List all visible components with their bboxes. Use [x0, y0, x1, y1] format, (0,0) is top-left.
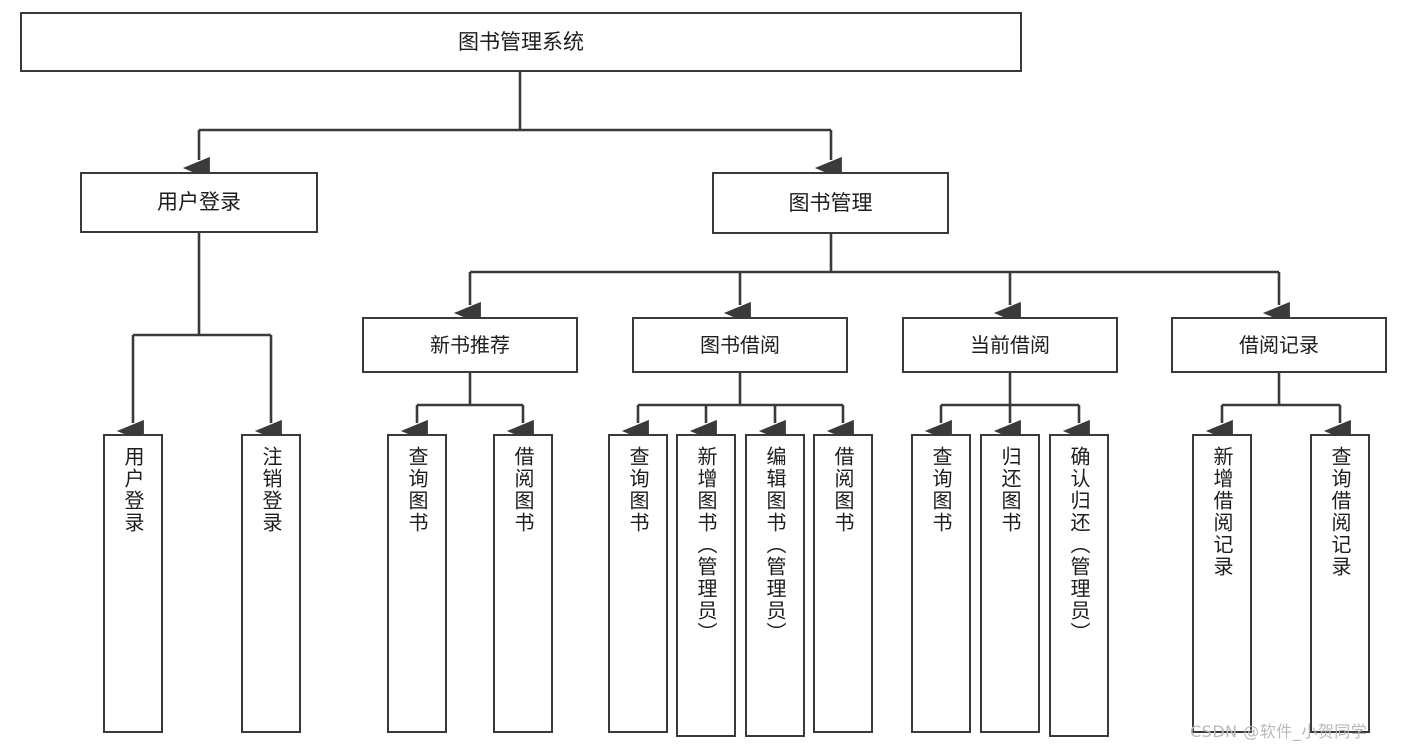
leaf-record-query-record[interactable]: 查询借阅记录: [1310, 434, 1370, 733]
leaf-record-add-record[interactable]: 新增借阅记录: [1192, 434, 1252, 733]
node-current-borrow[interactable]: 当前借阅: [902, 317, 1118, 373]
node-new-book-recommend-label: 新书推荐: [430, 332, 510, 357]
node-book-borrow-label: 图书借阅: [700, 332, 780, 357]
leaf-label: 借阅图书: [511, 446, 535, 534]
leaf-label: 查询图书: [405, 446, 429, 534]
leaf-label: 新增图书（管理员）: [694, 446, 718, 644]
leaf-recommend-borrow-book[interactable]: 借阅图书: [493, 434, 553, 733]
leaf-label: 注销登录: [259, 446, 283, 534]
node-user-login[interactable]: 用户登录: [80, 172, 318, 233]
node-root-system[interactable]: 图书管理系统: [20, 12, 1022, 72]
leaf-current-query-book[interactable]: 查询图书: [911, 434, 971, 733]
node-book-management[interactable]: 图书管理: [712, 172, 949, 234]
node-new-book-recommend[interactable]: 新书推荐: [362, 317, 578, 373]
leaf-user-login-signout[interactable]: 注销登录: [241, 434, 301, 733]
node-book-management-label: 图书管理: [788, 190, 873, 215]
node-root-label: 图书管理系统: [458, 29, 584, 54]
leaf-borrow-query-book[interactable]: 查询图书: [608, 434, 668, 733]
csdn-watermark: CSDN @软件_小贺同学: [1190, 722, 1368, 741]
leaf-label: 查询图书: [929, 446, 953, 534]
node-book-borrow[interactable]: 图书借阅: [632, 317, 848, 373]
leaf-label: 查询借阅记录: [1328, 446, 1352, 578]
leaf-label: 确认归还（管理员）: [1067, 446, 1091, 644]
node-borrow-record[interactable]: 借阅记录: [1171, 317, 1387, 373]
leaf-label: 新增借阅记录: [1210, 446, 1234, 578]
leaf-current-confirm-return-admin[interactable]: 确认归还（管理员）: [1049, 434, 1109, 737]
node-user-login-label: 用户登录: [157, 190, 241, 215]
leaf-label: 用户登录: [121, 446, 145, 534]
leaf-borrow-edit-book-admin[interactable]: 编辑图书（管理员）: [745, 434, 805, 737]
leaf-label: 查询图书: [626, 446, 650, 534]
leaf-label: 编辑图书（管理员）: [763, 446, 787, 644]
leaf-borrow-add-book-admin[interactable]: 新增图书（管理员）: [676, 434, 736, 737]
leaf-current-return-book[interactable]: 归还图书: [980, 434, 1040, 733]
node-current-borrow-label: 当前借阅: [970, 332, 1050, 357]
node-borrow-record-label: 借阅记录: [1239, 332, 1319, 357]
leaf-borrow-borrow-book[interactable]: 借阅图书: [813, 434, 873, 733]
leaf-label: 归还图书: [998, 446, 1022, 534]
leaf-label: 借阅图书: [831, 446, 855, 534]
leaf-recommend-query-book[interactable]: 查询图书: [387, 434, 447, 733]
leaf-user-login-signin[interactable]: 用户登录: [103, 434, 163, 733]
